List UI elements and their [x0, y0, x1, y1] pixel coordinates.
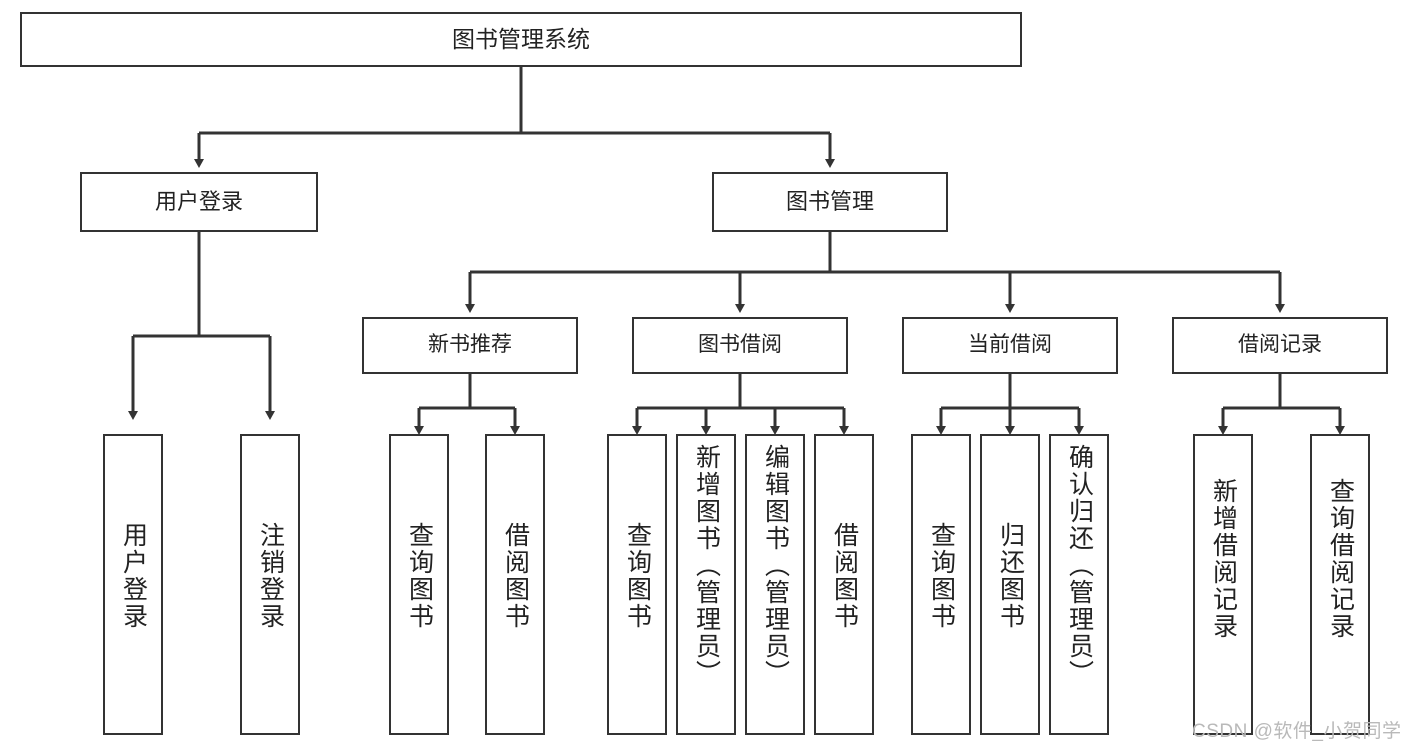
node-book-manage[interactable]: 图书管理 — [712, 172, 948, 232]
node-leaf-user-logout[interactable]: 注销登录 — [240, 434, 300, 735]
node-current-borrow[interactable]: 当前借阅 — [902, 317, 1118, 374]
node-leaf-query-record-label: 查询借阅记录 — [1326, 478, 1355, 640]
node-leaf-add-record[interactable]: 新增借阅记录 — [1193, 434, 1253, 735]
node-leaf-confirm-return[interactable]: 确认归还（管理员） — [1049, 434, 1109, 735]
node-leaf-query-book-2[interactable]: 查询图书 — [607, 434, 667, 735]
node-leaf-query-book-3[interactable]: 查询图书 — [911, 434, 971, 735]
node-leaf-query-record[interactable]: 查询借阅记录 — [1310, 434, 1370, 735]
node-borrow-record-label: 借阅记录 — [1238, 333, 1322, 357]
node-user-login[interactable]: 用户登录 — [80, 172, 318, 232]
node-leaf-borrow-book-1-label: 借阅图书 — [501, 522, 530, 630]
node-root[interactable]: 图书管理系统 — [20, 12, 1022, 67]
node-leaf-edit-book[interactable]: 编辑图书（管理员） — [745, 434, 805, 735]
node-current-borrow-label: 当前借阅 — [968, 333, 1052, 357]
node-leaf-query-book-1-label: 查询图书 — [405, 522, 434, 630]
node-leaf-add-record-label: 新增借阅记录 — [1209, 478, 1238, 640]
node-new-book-rec[interactable]: 新书推荐 — [362, 317, 578, 374]
node-leaf-add-book-label: 新增图书（管理员） — [692, 444, 721, 687]
node-borrow-record[interactable]: 借阅记录 — [1172, 317, 1388, 374]
node-leaf-borrow-book-2-label: 借阅图书 — [830, 522, 859, 630]
node-leaf-edit-book-label: 编辑图书（管理员） — [761, 444, 790, 687]
node-book-borrow[interactable]: 图书借阅 — [632, 317, 848, 374]
node-new-book-rec-label: 新书推荐 — [428, 333, 512, 357]
csdn-watermark: CSDN @软件_小贺同学 — [1192, 721, 1402, 742]
node-leaf-add-book[interactable]: 新增图书（管理员） — [676, 434, 736, 735]
node-leaf-user-logout-label: 注销登录 — [256, 522, 285, 630]
node-leaf-user-login-label: 用户登录 — [119, 522, 148, 630]
node-leaf-return-book[interactable]: 归还图书 — [980, 434, 1040, 735]
node-leaf-query-book-2-label: 查询图书 — [623, 522, 652, 630]
node-user-login-label: 用户登录 — [154, 189, 243, 215]
node-book-manage-label: 图书管理 — [785, 189, 874, 215]
node-leaf-confirm-return-label: 确认归还（管理员） — [1065, 444, 1094, 687]
node-leaf-user-login[interactable]: 用户登录 — [103, 434, 163, 735]
node-leaf-query-book-3-label: 查询图书 — [927, 522, 956, 630]
node-leaf-query-book-1[interactable]: 查询图书 — [389, 434, 449, 735]
node-leaf-borrow-book-1[interactable]: 借阅图书 — [485, 434, 545, 735]
node-book-borrow-label: 图书借阅 — [698, 333, 782, 357]
node-leaf-borrow-book-2[interactable]: 借阅图书 — [814, 434, 874, 735]
node-leaf-return-book-label: 归还图书 — [996, 522, 1025, 630]
node-root-label: 图书管理系统 — [452, 25, 590, 52]
